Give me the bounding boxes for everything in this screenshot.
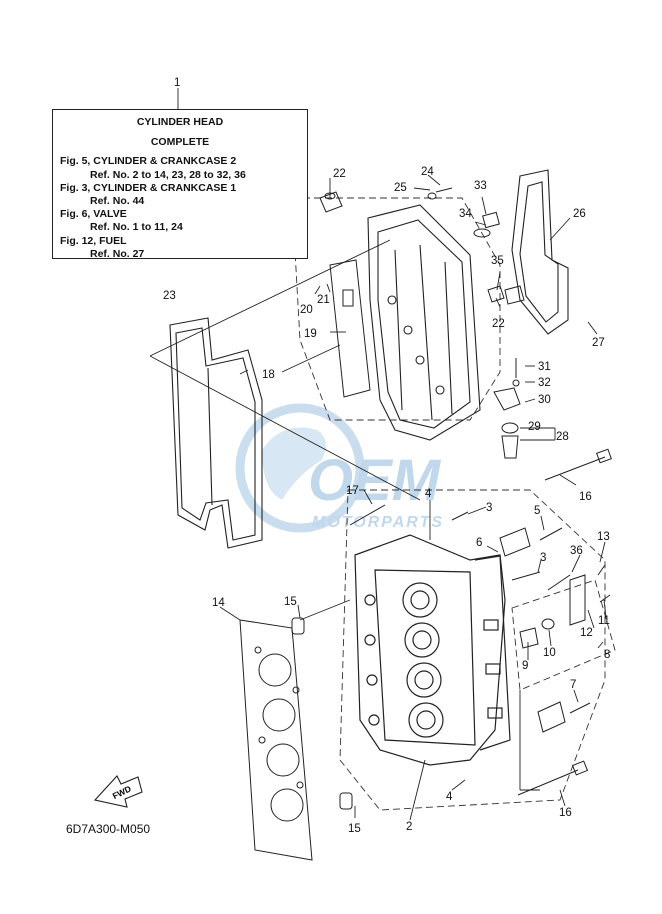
callout-4-bottom: 4 — [446, 791, 453, 803]
leader-lines — [149, 88, 607, 821]
callout-3-top: 3 — [486, 502, 492, 514]
info-ref-line: Ref. No. 2 to 14, 23, 28 to 32, 36 — [90, 168, 246, 181]
callout-22-top: 22 — [333, 168, 346, 180]
callout-19: 19 — [304, 328, 317, 340]
callout-29: 29 — [528, 421, 541, 433]
port-4 — [408, 702, 444, 738]
callout-10: 10 — [543, 647, 556, 659]
callout-11: 11 — [598, 615, 610, 627]
rocker-housing — [367, 204, 481, 441]
callout-35: 35 — [491, 255, 504, 267]
cylinder-head-complete-info-box: CYLINDER HEAD COMPLETE Fig. 5, CYLINDER … — [52, 109, 308, 261]
info-fig-line: Fig. 6, VALVE — [60, 208, 127, 221]
callout-18: 18 — [262, 369, 275, 381]
callout-14: 14 — [212, 597, 225, 609]
callout-labels: 1 22 24 25 33 34 26 35 21 20 22 23 19 27… — [163, 77, 610, 835]
info-title-line-2: COMPLETE — [150, 136, 210, 149]
drawing-code: 6D7A300-M050 — [66, 822, 151, 836]
cylinder-head-casting — [354, 534, 511, 766]
small-hardware-top — [319, 187, 525, 305]
callout-31: 31 — [538, 361, 551, 373]
callout-26: 26 — [573, 208, 586, 220]
callout-36: 36 — [570, 545, 583, 557]
callout-2: 2 — [406, 821, 412, 833]
callout-32: 32 — [538, 377, 551, 389]
callout-34: 34 — [459, 208, 472, 220]
info-ref-line: Ref. No. 44 — [90, 195, 145, 208]
callout-17: 17 — [346, 485, 359, 497]
callout-22-right: 22 — [492, 318, 505, 330]
callout-1: 1 — [174, 77, 180, 89]
callout-8: 8 — [604, 649, 610, 661]
head-gasket — [239, 619, 313, 861]
info-fig-line: Fig. 3, CYLINDER & CRANKCASE 1 — [60, 181, 237, 194]
callout-23: 23 — [163, 290, 176, 302]
port-3 — [406, 662, 442, 698]
sensor-assembly — [493, 358, 521, 459]
info-ref-line: Ref. No. 1 to 11, 24 — [90, 221, 183, 234]
side-fittings — [499, 527, 611, 733]
callout-25: 25 — [394, 182, 407, 194]
info-fig-line: Fig. 12, FUEL — [60, 234, 127, 247]
callout-7: 7 — [570, 679, 576, 691]
callout-13: 13 — [597, 531, 610, 543]
info-fig-line: Fig. 5, CYLINDER & CRANKCASE 2 — [60, 155, 237, 168]
assembly-boundaries — [291, 197, 616, 811]
watermark-brand: OEM — [308, 448, 442, 513]
callout-15-top: 15 — [284, 596, 297, 608]
dowel-pins — [291, 617, 353, 810]
callout-9: 9 — [522, 660, 528, 672]
info-title-line-1: CYLINDER HEAD — [136, 116, 224, 128]
port-1 — [402, 582, 438, 618]
callout-20: 20 — [300, 304, 313, 316]
callout-15-bottom: 15 — [348, 823, 361, 835]
callout-24: 24 — [421, 166, 434, 178]
rocker-cover-gasket — [169, 317, 263, 549]
port-2 — [404, 622, 440, 658]
fwd-arrow-icon: FWD — [93, 775, 143, 808]
oem-motorparts-watermark: OEM MOTORPARTS — [235, 403, 444, 533]
bolts — [349, 448, 612, 796]
callout-4-top: 4 — [425, 488, 432, 500]
callout-5: 5 — [534, 505, 540, 517]
info-ref-line: Ref. No. 27 — [90, 247, 145, 260]
callout-12: 12 — [580, 627, 593, 639]
callout-28: 28 — [556, 431, 569, 443]
callout-27: 27 — [592, 337, 605, 349]
callout-21: 21 — [317, 294, 330, 306]
intake-bracket — [511, 169, 569, 335]
callout-16-bottom: 16 — [559, 807, 572, 819]
callout-16-top: 16 — [579, 491, 592, 503]
callout-6: 6 — [476, 537, 482, 549]
cover-plate — [329, 259, 371, 398]
watermark-sub: MOTORPARTS — [312, 514, 444, 531]
callout-30: 30 — [538, 394, 551, 406]
callout-33: 33 — [474, 180, 487, 192]
callout-3-mid: 3 — [540, 552, 546, 564]
